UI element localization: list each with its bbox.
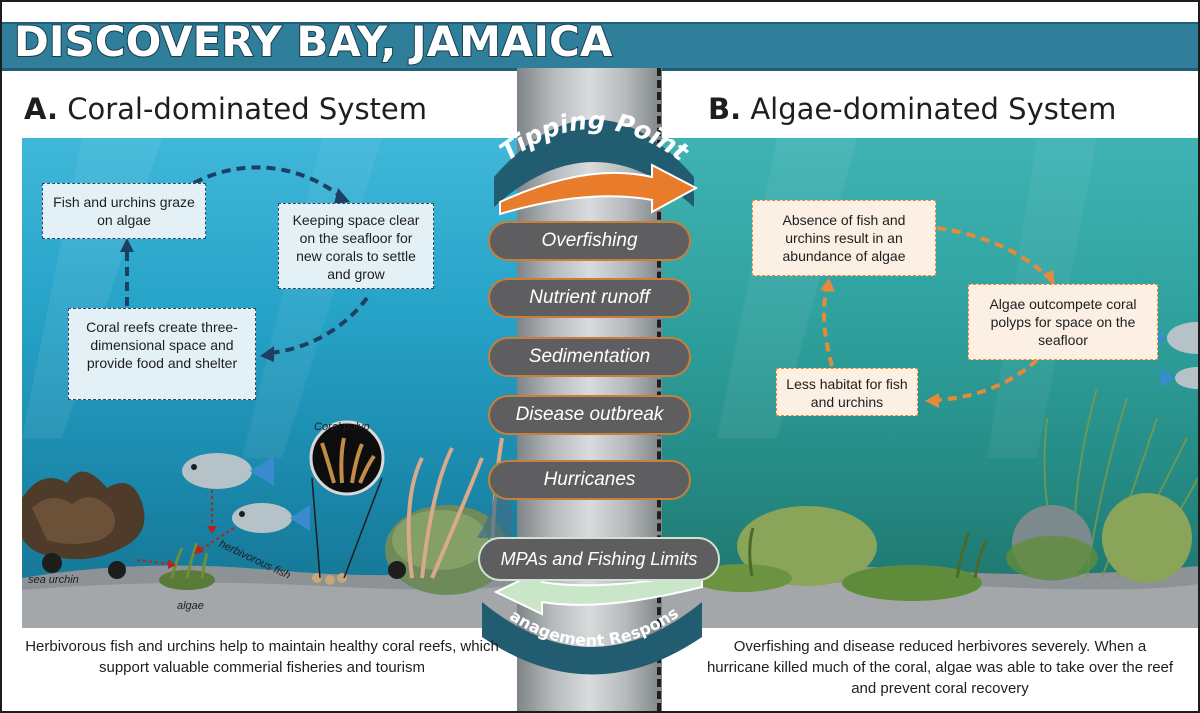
page-title: DISCOVERY BAY, JAMAICA: [13, 16, 613, 67]
cycle-b-absence: Absence of fish and urchins result in an…: [752, 200, 936, 276]
caption-a: Herbivorous fish and urchins help to mai…: [25, 638, 499, 676]
cycle-b-less-habitat: Less habitat for fish and urchins: [776, 368, 918, 416]
sea-urchin-label: sea urchin: [28, 574, 79, 586]
section-b-title: Algae-dominated System: [750, 92, 1117, 126]
coral-scene-illustration: [22, 138, 522, 628]
stressor-nutrient-runoff: Nutrient runoff: [488, 278, 691, 318]
stressor-disease-outbreak: Disease outbreak: [488, 395, 691, 435]
header: DISCOVERY BAY, JAMAICA: [2, 2, 1198, 71]
section-b-heading: B. Algae-dominated System: [708, 92, 1116, 126]
coral-polyp-label: Coral polyp: [314, 421, 370, 433]
tipping-point-column: [517, 68, 662, 711]
section-b-letter: B.: [708, 92, 742, 126]
cycle-b-outcompete: Algae outcompete coral polyps for space …: [968, 284, 1158, 360]
algae-label: algae: [177, 600, 204, 612]
sea-urchin-icon: [42, 553, 406, 579]
cycle-a-graze: Fish and urchins graze on algae: [42, 183, 206, 239]
stressor-overfishing: Overfishing: [488, 221, 691, 261]
algae-scene-illustration: [657, 138, 1198, 628]
divider-dashed-line: [657, 68, 661, 711]
section-a-heading: A. Coral-dominated System: [24, 92, 427, 126]
caption-b: Overfishing and disease reduced herbivor…: [706, 638, 1174, 697]
herbivorous-fish-icon: [182, 453, 310, 533]
stressor-hurricanes: Hurricanes: [488, 460, 691, 500]
section-a-title: Coral-dominated System: [67, 92, 428, 126]
cycle-a-reefs-create: Coral reefs create three-dimensional spa…: [68, 308, 256, 400]
management-mpas-fishing-limits: MPAs and Fishing Limits: [478, 537, 720, 581]
algae-icon: [159, 542, 215, 590]
section-a-letter: A.: [24, 92, 58, 126]
coral-polyp-magnifier-icon: [309, 420, 385, 579]
cycle-a-space-clear: Keeping space clear on the seafloor for …: [278, 203, 434, 289]
stressor-sedimentation: Sedimentation: [488, 337, 691, 377]
